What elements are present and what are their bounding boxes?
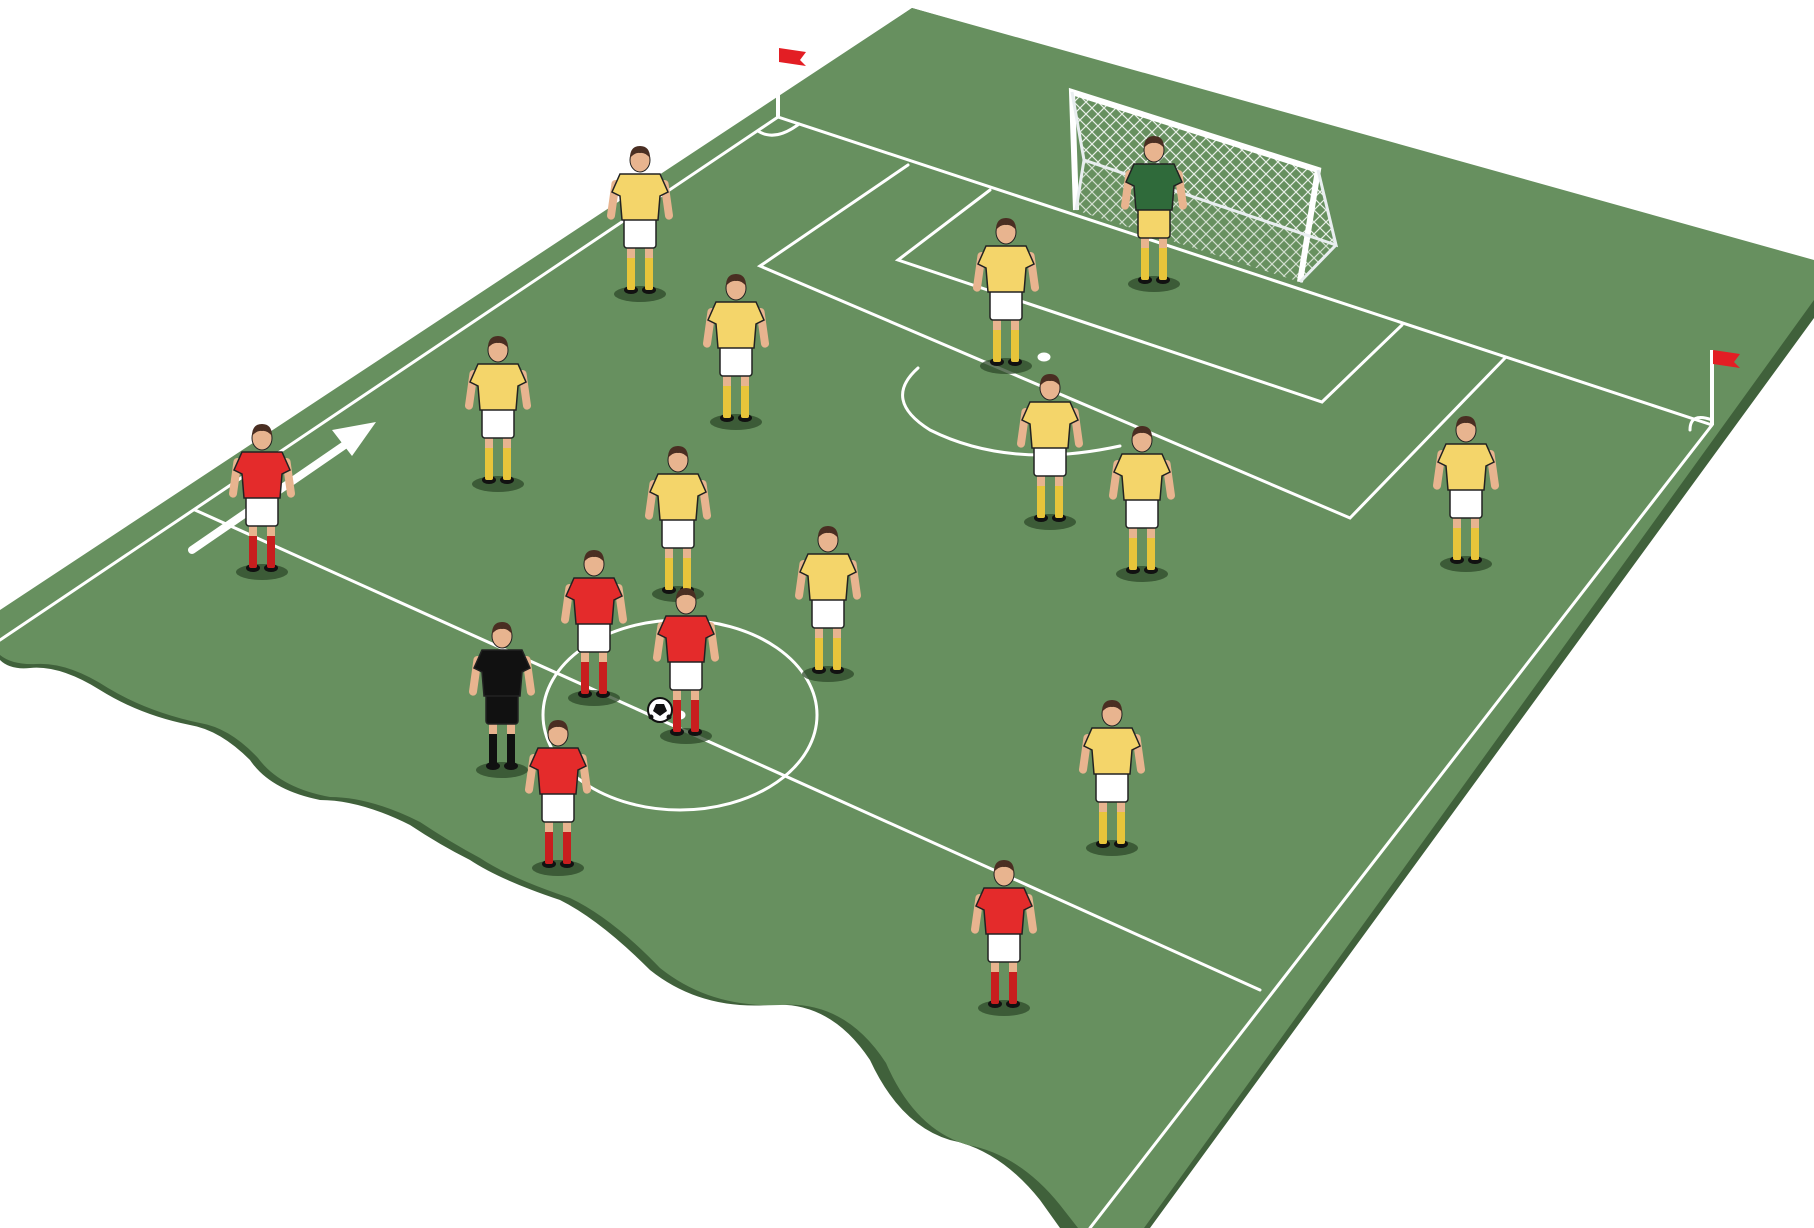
soccer-ball-icon	[648, 698, 672, 722]
pitch-surface	[0, 8, 1814, 1228]
penalty-spot	[1039, 354, 1049, 360]
